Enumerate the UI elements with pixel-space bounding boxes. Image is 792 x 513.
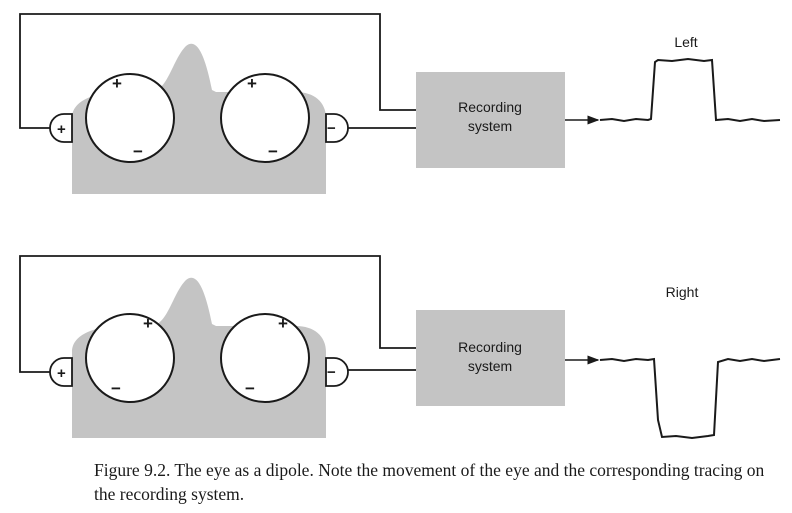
electrode-left-sign: + (57, 121, 66, 138)
electrode-left-sign: + (57, 365, 66, 382)
wire-left (19, 255, 416, 373)
panel-left-gaze: + − + − + − Recording system Left (19, 13, 781, 195)
recording-system-label-2: system (468, 118, 512, 134)
trace-label: Right (666, 284, 699, 300)
electrode-right (325, 113, 349, 143)
electrode-right-sign: − (327, 364, 336, 381)
eye-left (85, 313, 175, 403)
eye-left-plus: + (112, 74, 122, 93)
trace-label: Left (674, 34, 697, 50)
eye-left-plus: + (143, 314, 153, 333)
eye-right-minus: − (245, 379, 255, 398)
electrode-left (49, 357, 73, 387)
eye-right (220, 313, 310, 403)
eog-trace (599, 57, 781, 123)
recording-system-label-1: Recording (458, 339, 522, 355)
panel-right-gaze: + − + − + − Recording system Right (19, 255, 781, 440)
wire-left (19, 13, 416, 129)
recording-system-label-2: system (468, 358, 512, 374)
recording-system-box (416, 72, 565, 168)
eog-trace (599, 357, 781, 440)
recording-system-label-1: Recording (458, 99, 522, 115)
eye-right (220, 73, 310, 163)
eye-left (85, 73, 175, 163)
electrode-right-sign: − (327, 120, 336, 137)
eye-left-minus: − (133, 142, 143, 161)
electrode-left (49, 113, 73, 143)
eye-right-plus: + (278, 314, 288, 333)
recording-system-box (416, 310, 565, 406)
electrode-right (325, 357, 349, 387)
eye-right-plus: + (247, 74, 257, 93)
eye-right-minus: − (268, 142, 278, 161)
eye-left-minus: − (111, 379, 121, 398)
figure-caption: Figure 9.2. The eye as a dipole. Note th… (94, 460, 765, 504)
